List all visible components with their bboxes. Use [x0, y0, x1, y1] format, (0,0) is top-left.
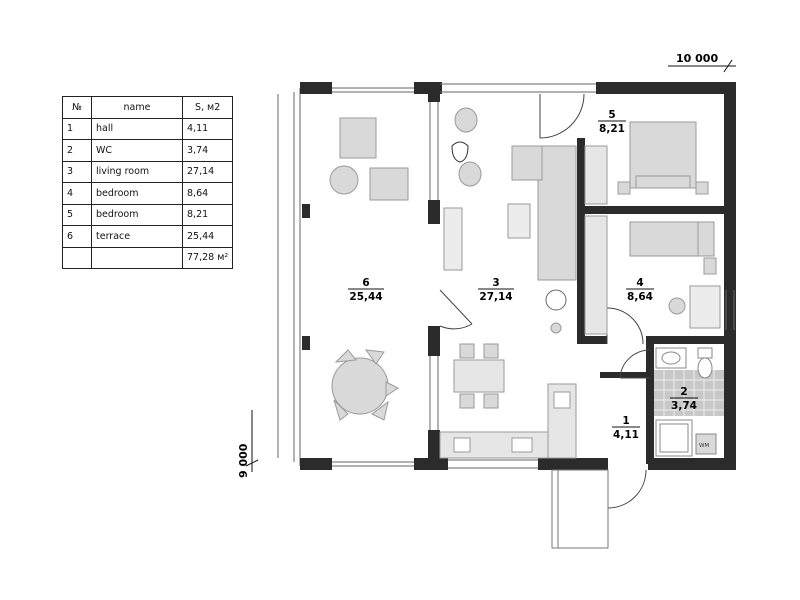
- room-label-5: 5 8,21: [598, 109, 626, 135]
- room-label-4: 4 8,64: [626, 277, 654, 303]
- chair-icon: [334, 349, 357, 363]
- svg-text:1: 1: [622, 415, 629, 427]
- windows: [429, 83, 735, 469]
- room-label-1: 1 4,11: [612, 415, 640, 441]
- room-label-2: 2 3,74: [670, 386, 698, 412]
- svg-text:3: 3: [492, 277, 499, 289]
- table-row: 2 WC 3,74: [62, 139, 234, 162]
- table-header-row: № name S, м2: [62, 96, 234, 119]
- table-row: 5 bedroom 8,21: [62, 203, 234, 226]
- exterior-walls: [414, 82, 736, 470]
- svg-text:27,14: 27,14: [479, 291, 512, 303]
- room-schedule-table: № name S, м2 1 hall 4,11 2 WC 3,74 3 liv…: [62, 96, 234, 269]
- wardrobe-icon: [584, 145, 608, 205]
- dimension-width-label: 10 000: [676, 52, 718, 65]
- wardrobes: [584, 145, 608, 335]
- dining-chair-icon: [459, 343, 475, 359]
- dining-table-icon: [453, 359, 505, 393]
- armchair-icon: [511, 145, 543, 181]
- svg-text:8,21: 8,21: [599, 123, 625, 135]
- dining-chair-icon: [483, 343, 499, 359]
- chair-icon: [333, 399, 349, 421]
- table-total-row: 77,28 м²: [62, 246, 234, 269]
- lounge-chair-icon: [458, 161, 482, 187]
- dimension-height-label: 9 000: [237, 443, 250, 478]
- fridge-icon: [553, 391, 571, 409]
- dining-chair-icon: [483, 393, 499, 409]
- doors: [439, 93, 651, 509]
- armchair-icon: [339, 117, 377, 159]
- row-area: 25,44: [181, 225, 234, 248]
- interior-walls: [577, 138, 726, 464]
- toilet-icon: [697, 347, 713, 359]
- wardrobe-icon: [584, 215, 608, 335]
- table-row: 3 living room 27,14: [62, 160, 234, 183]
- side-table-icon: [329, 165, 359, 195]
- desk-chair-icon: [668, 297, 686, 315]
- tv-stand-icon: [443, 207, 463, 271]
- round-table-icon: [331, 357, 389, 415]
- svg-text:6: 6: [362, 277, 369, 289]
- stove-icon: [453, 437, 471, 453]
- washing-machine-icon: [695, 433, 717, 455]
- wc-fixtures: [655, 347, 717, 457]
- pot-icon: [550, 322, 562, 334]
- svg-text:5: 5: [608, 109, 615, 121]
- sofa-icon: [537, 145, 577, 281]
- svg-text:25,44: 25,44: [349, 291, 382, 303]
- header-name: name: [91, 96, 183, 119]
- chair-icon: [385, 381, 399, 397]
- living-room-furniture: [443, 107, 577, 409]
- desk-icon: [689, 285, 721, 329]
- chair-icon: [364, 349, 385, 365]
- svg-text:3,74: 3,74: [671, 400, 697, 412]
- svg-text:2: 2: [680, 386, 687, 398]
- room-label-6: 6 25,44: [348, 277, 384, 303]
- terrace-posts: [300, 82, 332, 470]
- dimension-height: [245, 410, 259, 472]
- washing-machine-label: WM: [699, 443, 709, 449]
- svg-text:4,11: 4,11: [613, 429, 639, 441]
- kitchen-counter: [439, 383, 577, 459]
- plant-icon: [545, 289, 567, 311]
- svg-text:4: 4: [636, 277, 643, 289]
- total-area: 77,28 м²: [181, 246, 234, 269]
- header-area: S, м2: [181, 96, 234, 119]
- chair-icon: [371, 400, 389, 421]
- armchair-icon: [369, 167, 409, 201]
- svg-text:8,64: 8,64: [627, 291, 653, 303]
- bedroom-5-furniture: [617, 121, 709, 195]
- bedroom-4-furniture: [629, 221, 721, 329]
- dimension-width: [668, 59, 736, 73]
- entrance-steps: [551, 469, 609, 549]
- side-table-icon: [451, 141, 469, 163]
- dining-chair-icon: [459, 393, 475, 409]
- coffee-table-icon: [507, 203, 531, 239]
- sink-icon: [511, 437, 533, 453]
- wc-floor-tiles: [654, 370, 724, 416]
- room-label-3: 3 27,14: [478, 277, 514, 303]
- terrace-furniture: [329, 117, 409, 421]
- lounge-chair-icon: [454, 107, 478, 133]
